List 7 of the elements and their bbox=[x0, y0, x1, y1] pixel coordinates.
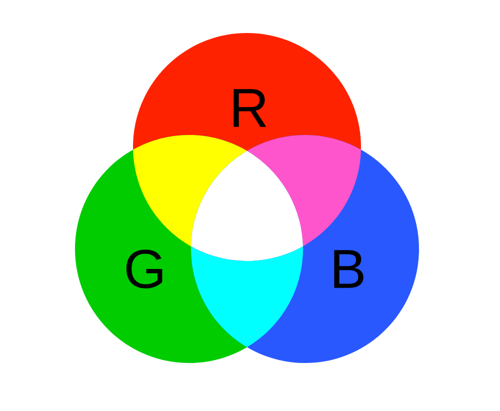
overlap-region bbox=[133, 135, 247, 246]
overlap-region bbox=[191, 150, 303, 261]
overlap-region bbox=[247, 135, 361, 246]
circle-label: R bbox=[234, 89, 266, 127]
circle-label: G bbox=[126, 250, 162, 288]
circle-label: B bbox=[334, 250, 364, 288]
overlap-region bbox=[191, 246, 303, 348]
